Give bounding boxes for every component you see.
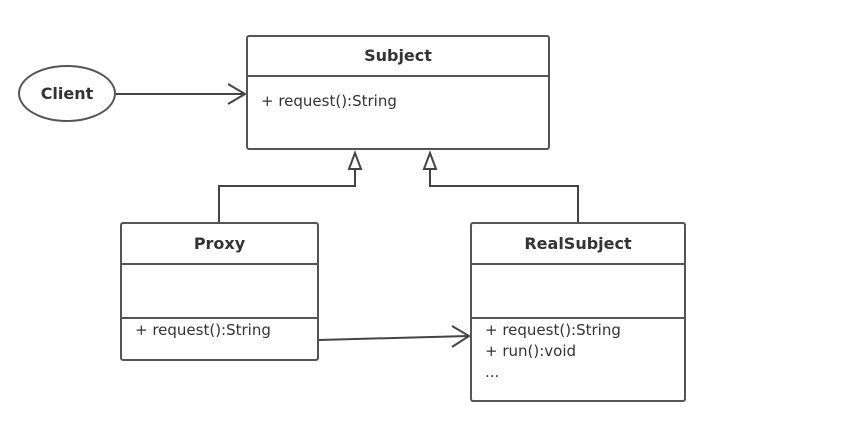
class-proxy[interactable]: Proxy + request():String <box>120 222 319 361</box>
class-subject[interactable]: Subject + request():String <box>246 35 550 150</box>
operation-item: + request():String <box>261 92 397 110</box>
class-realsubject-attributes <box>472 265 684 319</box>
class-realsubject-operations: + request():String + run():void ... <box>472 319 684 383</box>
class-proxy-attributes <box>122 265 317 319</box>
edge-proxy-realsubject-arrowhead <box>451 325 471 348</box>
operation-item: + run():void <box>485 342 577 360</box>
edge-realsubject-subject <box>422 150 579 222</box>
edge-proxy-subject-line <box>218 169 356 222</box>
edge-proxy-realsubject <box>318 325 471 348</box>
client-actor[interactable]: Client <box>18 65 116 122</box>
operation-item: + request():String <box>135 321 271 339</box>
class-realsubject-name: RealSubject <box>472 224 684 265</box>
class-subject-operations: + request():String <box>248 77 548 112</box>
edge-realsubject-subject-line <box>429 169 579 222</box>
class-realsubject[interactable]: RealSubject + request():String + run():v… <box>470 222 686 402</box>
edge-proxy-realsubject-line <box>318 335 469 341</box>
edge-proxy-subject-arrowhead <box>347 150 363 170</box>
class-proxy-name: Proxy <box>122 224 317 265</box>
edge-client-subject-arrowhead <box>227 83 247 105</box>
client-label: Client <box>40 84 94 103</box>
edge-client-subject <box>116 83 247 105</box>
operation-item: ... <box>485 363 500 381</box>
edge-realsubject-subject-arrowhead <box>422 150 438 170</box>
operation-item: + request():String <box>485 321 621 339</box>
edge-proxy-subject <box>218 150 363 222</box>
class-subject-name: Subject <box>248 37 548 77</box>
class-proxy-operations: + request():String <box>122 319 317 341</box>
